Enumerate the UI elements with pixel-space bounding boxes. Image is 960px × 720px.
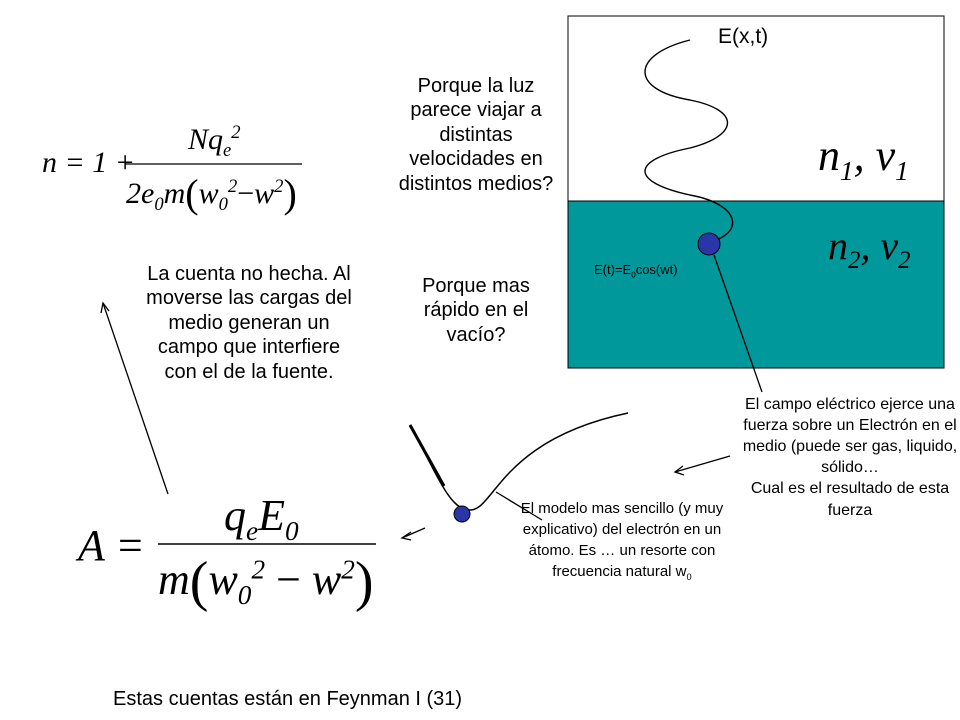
index-formula: n = 1 + Nqe2 2e0m(w02−w2)	[42, 118, 312, 216]
amplitude-formula-numerator: qeE0	[224, 491, 299, 546]
amplitude-formula-lhs: A =	[78, 521, 145, 570]
arrowhead-note-to-model	[673, 465, 685, 476]
arrow-well-to-amplitude	[401, 527, 426, 539]
index-formula-numerator: Nqe2	[188, 122, 241, 161]
arrowhead-amplitude-to-index	[100, 301, 110, 314]
spring-model-note: El modelo mas sencillo (y muy explicativ…	[520, 500, 724, 582]
question-light-speed: Porque la luz parece viajar a distintas …	[398, 75, 554, 195]
medium-1-region	[567, 15, 945, 202]
index-formula-lhs: n = 1 +	[42, 146, 135, 179]
uncomputed-note: La cuenta no hecha. Al moverse las carga…	[146, 263, 352, 383]
amplitude-formula: A = qeE0 m(w02 − w2)	[78, 491, 388, 626]
field-label: E(x,t)	[718, 25, 769, 48]
potential-well-curve	[409, 412, 629, 511]
potential-well-left-edge	[408, 424, 446, 487]
medium-2-region	[567, 200, 945, 369]
index-formula-denominator: 2e0m(w02−w2)	[126, 171, 297, 216]
field-force-note-line-2: Cual es el resultado de esta fuerza	[750, 480, 950, 519]
field-force-note: El campo eléctrico ejerce una fuerza sob…	[740, 394, 960, 521]
footer-reference: Estas cuentas están en Feynman I (31)	[113, 688, 463, 710]
driving-field-label: E(t)=E0cos(wt)	[594, 262, 678, 280]
arrowhead-well-to-amplitude	[400, 531, 412, 541]
light-wave	[644, 39, 734, 245]
field-force-note-line-1: El campo eléctrico ejerce una fuerza sob…	[742, 396, 958, 477]
arrow-electron-to-note	[713, 254, 763, 393]
amplitude-formula-denominator: m(w02 − w2)	[158, 551, 374, 613]
medium-1-label: n1, v1	[818, 131, 909, 186]
electron-in-medium	[697, 232, 721, 256]
arrow-note-to-model	[674, 455, 731, 473]
medium-2-label: n2, v2	[828, 223, 911, 274]
electron-in-well	[453, 505, 471, 523]
arrow-amplitude-to-index	[102, 302, 169, 495]
line-well-to-model-note	[495, 491, 543, 521]
question-vacuum: Porque mas rápido en el vacío?	[422, 275, 530, 346]
